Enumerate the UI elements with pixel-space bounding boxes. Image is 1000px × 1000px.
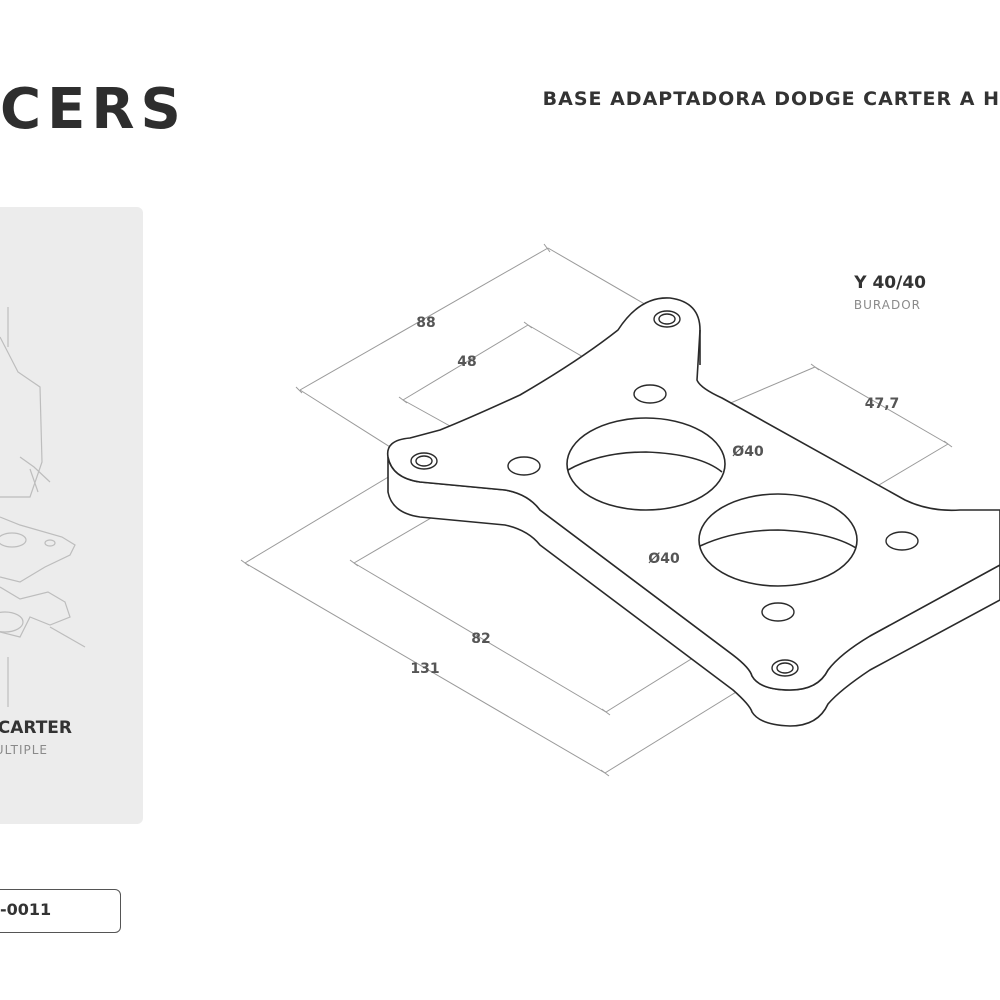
carburetor-bores (566, 417, 858, 587)
panel-top-subtitle: BURADOR (853, 298, 921, 312)
dim-label-bore-bottom: Ø40 (648, 551, 680, 567)
product-title: BASE ADAPTADORA DODGE CARTER A H (542, 88, 1000, 110)
part-code: -0011 (0, 900, 52, 919)
dim-label-82: 82 (471, 631, 490, 647)
dim-label-48: 48 (457, 354, 476, 370)
mounting-holes (410, 310, 919, 677)
side-panel (0, 207, 143, 824)
dim-label-131: 131 (410, 661, 439, 677)
carburetor-illustration (0, 307, 86, 707)
dim-label-47-7: 47,7 (865, 396, 900, 412)
part-code-box (0, 889, 121, 933)
panel-bottom-model: CARTER (0, 718, 72, 738)
panel-top-model: Y 40/40 (854, 273, 926, 293)
spacer-plate (386, 297, 1000, 727)
panel-bottom-subtitle: ULTIPLE (0, 743, 48, 757)
dim-label-bore-top: Ø40 (732, 444, 764, 460)
dim-label-88: 88 (416, 315, 435, 331)
